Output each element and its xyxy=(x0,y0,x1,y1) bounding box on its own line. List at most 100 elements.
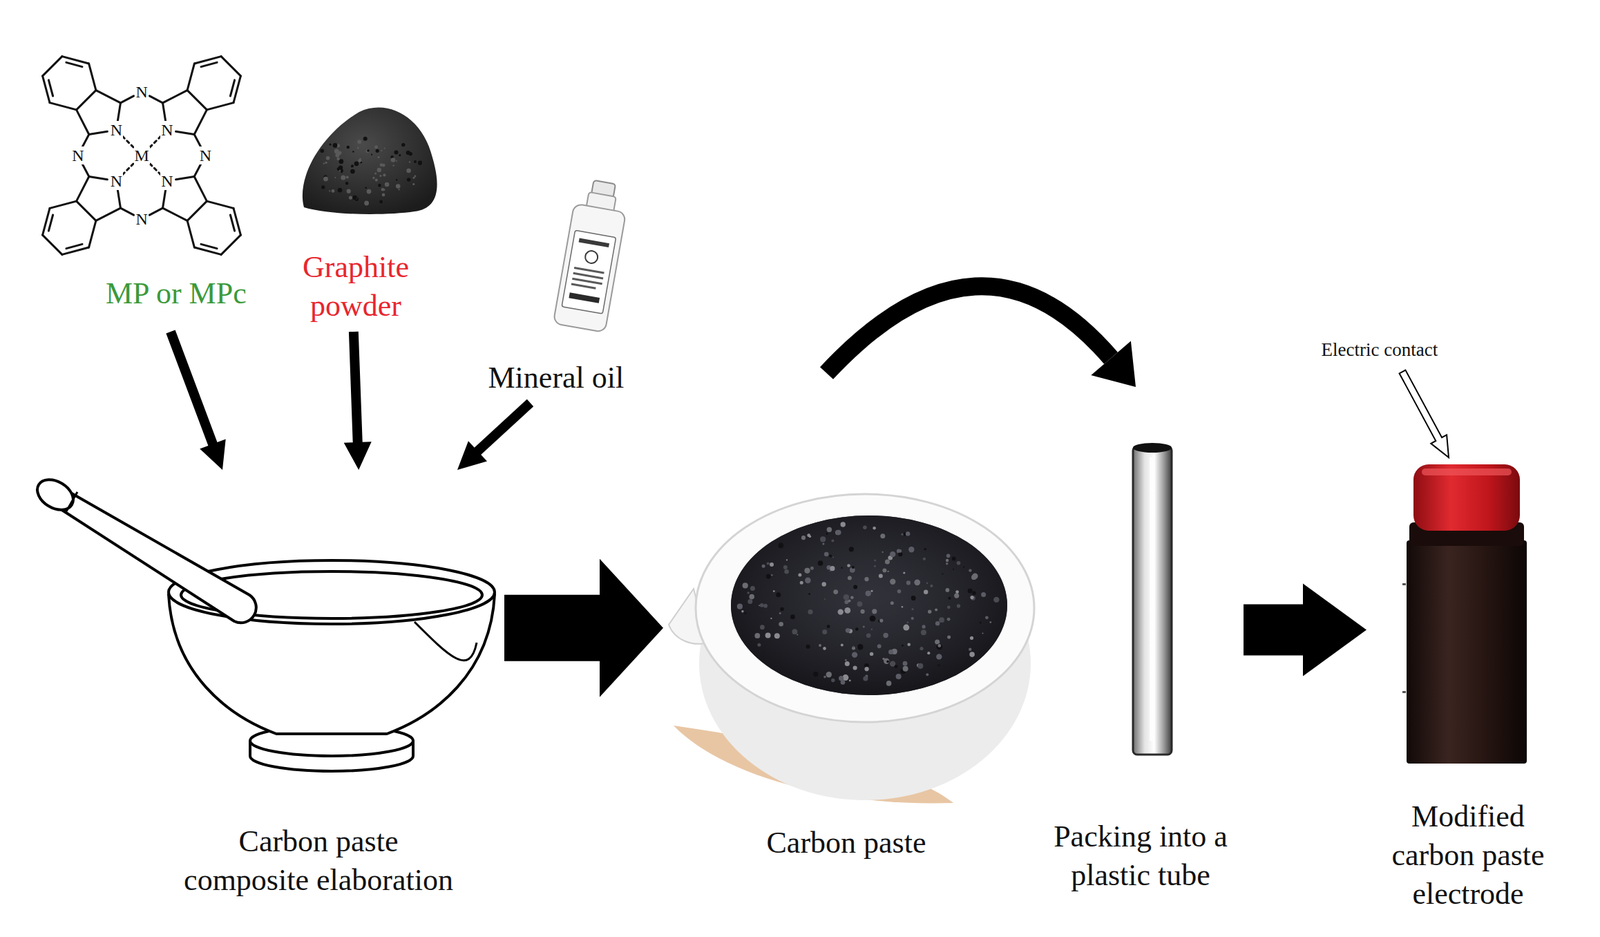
chemical-bond xyxy=(96,90,121,103)
paste-speck xyxy=(857,601,863,607)
graphite-speck xyxy=(414,175,417,178)
paste-speck xyxy=(879,618,883,623)
paste-speck xyxy=(954,593,959,599)
paste-speck xyxy=(844,661,850,666)
paste-speck xyxy=(831,539,834,543)
graphite-speck xyxy=(417,160,423,166)
paste-speck xyxy=(792,628,798,635)
flow-arrow xyxy=(457,399,534,470)
paste-speck xyxy=(871,589,874,593)
paste-speck xyxy=(979,621,982,624)
paste-speck xyxy=(913,578,921,586)
graphite-speck xyxy=(381,187,385,192)
graphite-speck xyxy=(328,143,331,146)
step-label: Packing into a plastic tube xyxy=(1046,817,1235,895)
graphite-speck xyxy=(364,201,369,206)
curved-arrow-body xyxy=(826,286,1112,374)
graphite-speck xyxy=(370,154,373,156)
paste-speck xyxy=(898,549,902,553)
paste-speck xyxy=(817,560,824,566)
paste-speck xyxy=(849,679,852,682)
paste-speck xyxy=(759,624,765,630)
paste-speck xyxy=(906,580,911,585)
paste-speck xyxy=(840,643,844,647)
graphite-speck xyxy=(406,177,411,182)
paste-speck xyxy=(956,603,961,608)
paste-shading xyxy=(730,515,1008,695)
paste-speck xyxy=(955,589,959,594)
carbon-paste-photo xyxy=(668,493,1035,803)
graphite-speck xyxy=(375,178,378,182)
paste-speck xyxy=(880,533,885,539)
paste-speck xyxy=(945,558,949,562)
paste-speck xyxy=(747,591,750,594)
paste-speck xyxy=(840,521,846,527)
paste-speck xyxy=(822,646,827,651)
graphite-speck xyxy=(345,181,349,185)
paste-speck xyxy=(758,604,760,606)
paste-speck xyxy=(748,594,755,600)
paste-speck xyxy=(833,589,838,595)
pestle-shaft xyxy=(60,492,257,623)
paste-speck xyxy=(853,665,858,670)
paste-speck xyxy=(862,625,865,628)
paste-speck xyxy=(804,577,812,584)
chemical-bond xyxy=(230,80,235,97)
paste-speck xyxy=(911,616,914,620)
paste-speck xyxy=(847,576,852,581)
bottle-body xyxy=(553,203,626,333)
graphite-speck xyxy=(408,160,411,163)
paste-speck xyxy=(926,582,929,585)
graphite-speck xyxy=(398,154,401,157)
chemical-bond xyxy=(221,56,241,76)
graphite-speck xyxy=(336,157,340,161)
graphite-speck xyxy=(364,187,367,190)
paste-speck xyxy=(872,526,876,530)
chemical-bond xyxy=(42,56,63,76)
chemical-bond xyxy=(76,90,97,110)
chemical-bond xyxy=(187,90,207,110)
atom-symbol: M xyxy=(134,146,150,165)
paste-speck xyxy=(857,643,864,651)
chemical-bond xyxy=(163,90,188,103)
paste-speck xyxy=(981,592,986,597)
step-label: MP or MPc xyxy=(105,274,247,313)
paste-speck xyxy=(945,587,950,593)
coordination-bond xyxy=(122,136,135,149)
paste-speck xyxy=(934,639,940,644)
graphite-item: Graphite powder xyxy=(281,96,443,332)
paste-speck xyxy=(851,565,855,569)
paste-speck xyxy=(744,612,747,614)
chemical-bond xyxy=(96,207,121,221)
graphite-speck xyxy=(379,163,384,167)
step-label: Graphite powder xyxy=(286,248,425,326)
graphite-speck xyxy=(394,149,399,155)
graphite-speck xyxy=(337,187,343,193)
graphite-speck xyxy=(346,145,351,150)
paste-speck xyxy=(829,565,835,571)
graphite-speck xyxy=(319,149,325,154)
graphite-speck xyxy=(366,189,372,195)
chemical-bond xyxy=(66,243,83,249)
atom-symbol: N xyxy=(109,172,123,190)
tube-step: Packing into a plastic tube xyxy=(1036,386,1244,901)
paste-speck xyxy=(822,629,827,635)
paste-speck xyxy=(985,615,989,619)
paste-speck xyxy=(887,570,889,573)
chemical-bond xyxy=(221,234,241,255)
paste-speck xyxy=(902,624,910,631)
paste-speck xyxy=(920,629,927,635)
electrode-mark xyxy=(1402,690,1406,693)
paste-speck xyxy=(801,535,806,540)
paste-speck xyxy=(897,589,902,594)
paste-speck xyxy=(896,673,902,680)
mortar-and-pestle xyxy=(31,473,495,771)
paste-speck xyxy=(864,576,869,582)
chemical-bond xyxy=(163,102,166,122)
paste-speck xyxy=(927,610,932,614)
graphite-speck xyxy=(346,176,349,179)
paste-speck xyxy=(956,560,961,566)
graphite-speck xyxy=(354,161,360,167)
